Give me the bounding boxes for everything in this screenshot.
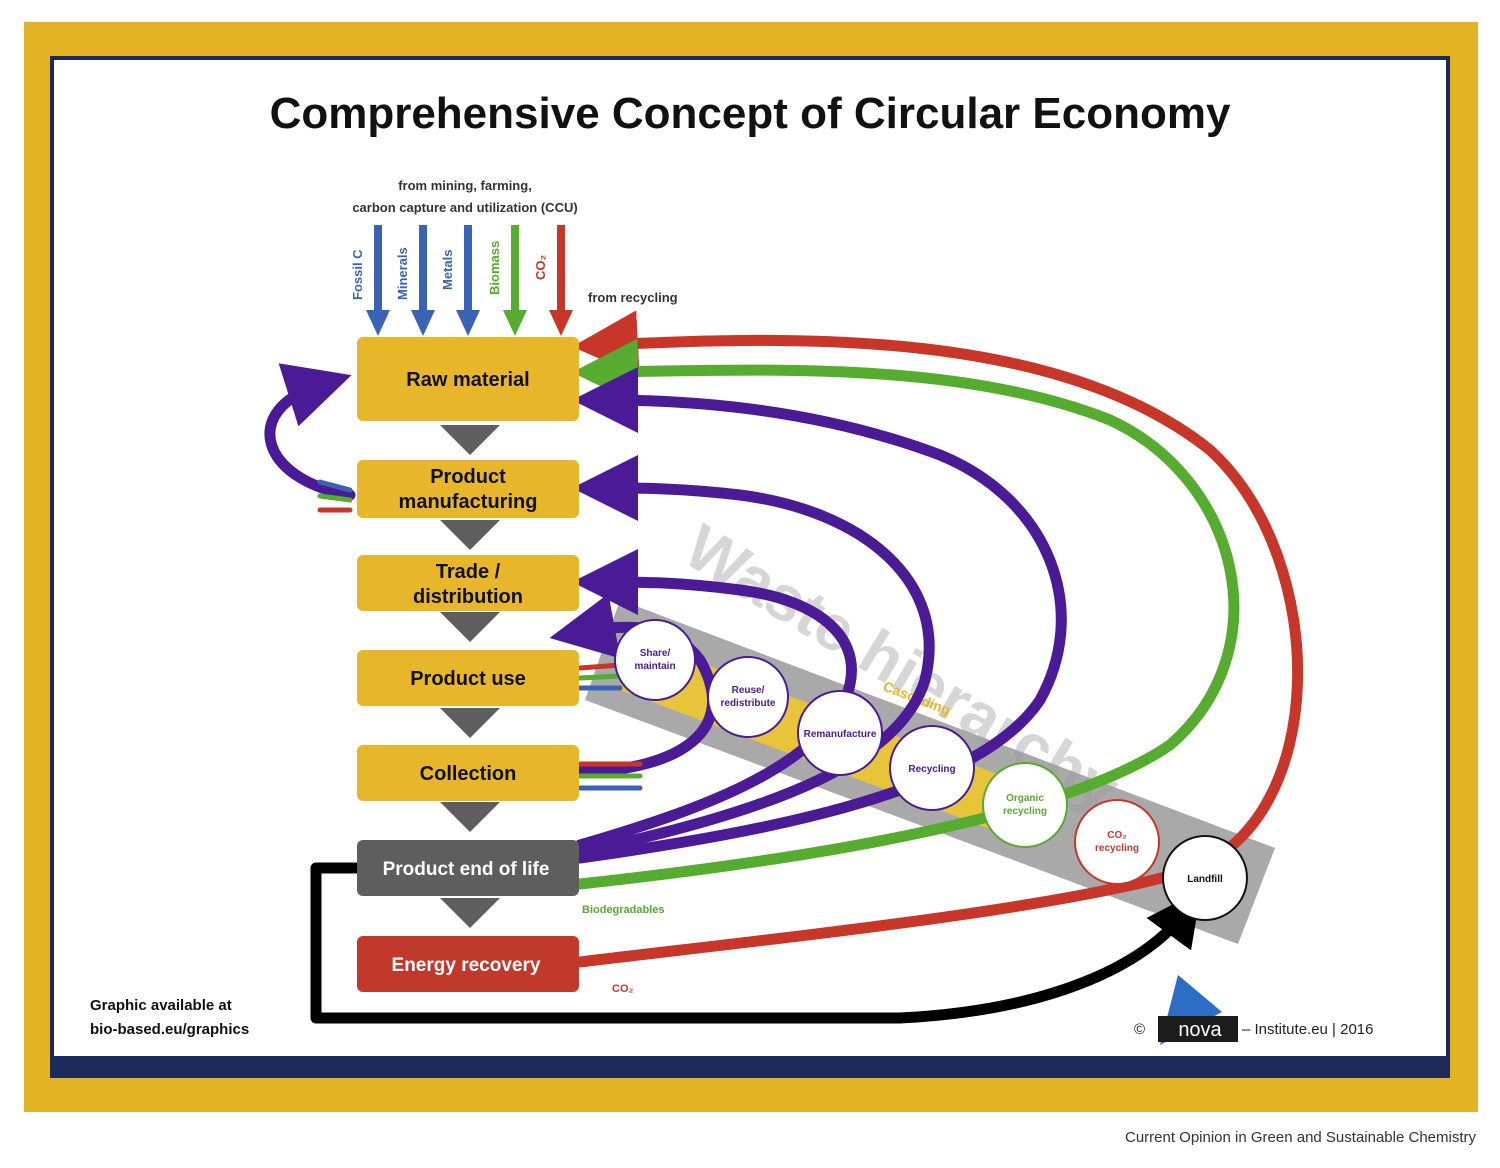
landfill-arrow bbox=[310, 862, 1202, 1024]
from-recycling-label: from recycling bbox=[588, 290, 678, 305]
metals-label: Metals bbox=[440, 250, 455, 290]
trade-label-line2: distribution bbox=[413, 586, 523, 608]
input-arrows: Fossil C Minerals Metals Biomass CO₂ bbox=[350, 225, 573, 336]
input-arrow-minerals: Minerals bbox=[395, 225, 435, 336]
purple-loop-product-use bbox=[549, 593, 718, 778]
graphic-available-line1: Graphic available at bbox=[90, 997, 232, 1014]
trade-label-line1: Trade / bbox=[436, 561, 501, 583]
stage-energy-recovery[interactable]: Energy recovery bbox=[357, 936, 579, 992]
purple-loop-manufacturing bbox=[572, 455, 935, 858]
nova-logo-text: nova bbox=[1178, 1019, 1222, 1041]
red-loop-arrow bbox=[572, 310, 1303, 968]
stage-product-end-of-life[interactable]: Product end of life bbox=[357, 840, 579, 896]
source-caption: Current Opinion in Green and Sustainable… bbox=[1125, 1129, 1477, 1146]
hierarchy-circles: Share/ maintain Reuse/ redistribute Rema… bbox=[614, 619, 1248, 921]
stage-raw-material[interactable]: Raw material bbox=[357, 337, 579, 421]
stage-product-use[interactable]: Product use bbox=[357, 650, 579, 706]
graphic-available-line2: bio-based.eu/graphics bbox=[90, 1021, 249, 1038]
diagram-title: Comprehensive Concept of Circular Econom… bbox=[270, 89, 1231, 138]
circle-landfill[interactable]: Landfill bbox=[1162, 835, 1248, 921]
co2-input-label: CO₂ bbox=[533, 255, 548, 281]
inputs-caption-line1: from mining, farming, bbox=[398, 178, 532, 193]
landfill-label: Landfill bbox=[1187, 874, 1223, 885]
recycling-label: Recycling bbox=[908, 764, 955, 775]
circle-remanufacture[interactable]: Remanufacture bbox=[797, 690, 883, 776]
manufacturing-label-line1: Product bbox=[430, 466, 506, 488]
product-use-label: Product use bbox=[410, 668, 526, 690]
purple-loop-trade bbox=[572, 549, 857, 851]
circle-organic-recycling[interactable]: Organic recycling bbox=[982, 762, 1068, 848]
circle-recycling[interactable]: Recycling bbox=[889, 725, 975, 811]
raw-material-label: Raw material bbox=[406, 369, 529, 391]
manufacturing-label-line2: manufacturing bbox=[399, 491, 538, 513]
biomass-label: Biomass bbox=[487, 241, 502, 295]
share-label-line2: maintain bbox=[634, 661, 675, 672]
minerals-label: Minerals bbox=[395, 247, 410, 300]
collection-label: Collection bbox=[420, 763, 517, 785]
stage-collection[interactable]: Collection bbox=[357, 745, 579, 801]
co2-output-label: CO₂ bbox=[612, 983, 634, 995]
purple-loop-raw-material bbox=[572, 367, 1067, 864]
energy-recovery-label: Energy recovery bbox=[392, 955, 541, 976]
biodegradables-label: Biodegradables bbox=[582, 904, 665, 916]
reuse-label-line2: redistribute bbox=[720, 698, 775, 709]
organic-label-line2: recycling bbox=[1003, 806, 1047, 817]
reuse-label-line1: Reuse/ bbox=[732, 685, 765, 696]
recycling-loops bbox=[264, 310, 1303, 968]
input-arrow-metals: Metals bbox=[440, 225, 480, 336]
remanufacture-label: Remanufacture bbox=[804, 729, 877, 740]
organic-label-line1: Organic bbox=[1006, 793, 1044, 804]
co2-recycling-line1: CO₂ bbox=[1107, 830, 1126, 841]
nova-logo: © nova – Institute.eu | 2016 bbox=[1134, 975, 1374, 1045]
stage-product-manufacturing[interactable]: Product manufacturing bbox=[357, 460, 579, 518]
inputs-caption-line2: carbon capture and utilization (CCU) bbox=[352, 200, 577, 215]
input-arrow-fossil-c: Fossil C bbox=[350, 225, 390, 336]
green-loop-arrow bbox=[572, 338, 1240, 890]
end-of-life-label: Product end of life bbox=[383, 859, 550, 880]
institute-credit: – Institute.eu | 2016 bbox=[1242, 1021, 1374, 1038]
input-arrow-biomass: Biomass bbox=[487, 225, 527, 336]
stage-trade-distribution[interactable]: Trade / distribution bbox=[357, 555, 579, 611]
input-arrow-co2: CO₂ bbox=[533, 225, 573, 336]
co2-recycling-line2: recycling bbox=[1095, 843, 1139, 854]
circle-share-maintain[interactable]: Share/ maintain bbox=[614, 619, 696, 701]
purple-loop-left bbox=[264, 363, 356, 501]
circle-reuse-redistribute[interactable]: Reuse/ redistribute bbox=[707, 656, 789, 738]
stage-boxes: Raw material Product manufacturing Trade… bbox=[357, 337, 579, 992]
copyright-symbol: © bbox=[1134, 1021, 1145, 1038]
circle-co2-recycling[interactable]: CO₂ recycling bbox=[1074, 799, 1160, 885]
share-label-line1: Share/ bbox=[640, 648, 671, 659]
fossil-c-label: Fossil C bbox=[350, 249, 365, 300]
